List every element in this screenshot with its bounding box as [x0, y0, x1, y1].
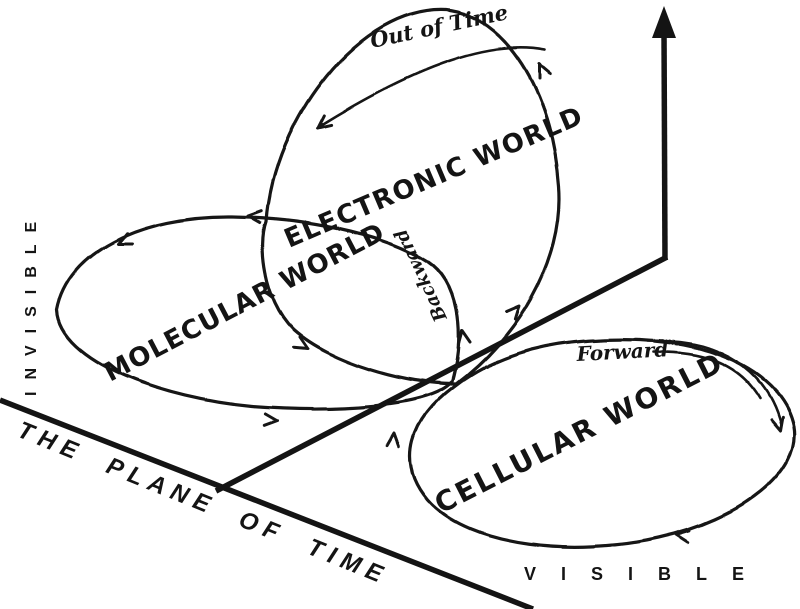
electronic-top-right-arrowhead [538, 62, 553, 80]
diagram-labels: ELECTRONIC WORLD MOLECULAR WORLD CELLULA… [14, 0, 769, 591]
forward-label: Forward [575, 337, 669, 366]
out-of-time-label: Out of Time [368, 0, 510, 53]
forward-arrow-flourish [652, 350, 762, 400]
cellular-bottom-arrowhead [674, 529, 691, 545]
cellular-world-ellipse [408, 338, 797, 549]
axis-lines [0, 6, 676, 609]
out-of-time-arrowhead [316, 114, 334, 130]
plane-of-time-label: THE PLANE OF TIME [14, 417, 393, 591]
vertical-axis-arrowhead [652, 6, 676, 38]
invisible-axis-label: INVISIBLE [23, 210, 40, 396]
molecular-upper-left-arrowhead [116, 231, 134, 246]
forward-arrow-curve [646, 339, 783, 426]
molecular-right-arrowhead [456, 328, 472, 345]
molecular-bottom-arrowhead [263, 412, 280, 428]
molecular-world-ellipse [55, 215, 461, 411]
sketch-strokes [55, 8, 797, 549]
visible-axis-label: VISIBLE [524, 564, 769, 584]
time-axis-diagonal-line [214, 254, 669, 494]
forward-arrowhead [769, 414, 784, 432]
electronic-lower-right-arrowhead [504, 304, 521, 321]
cellular-left-arrowhead [385, 432, 401, 449]
electronic-world-ellipse [261, 8, 562, 386]
electronic-bottom-left-arrowhead [291, 336, 309, 351]
molecular-top-arrowhead [246, 209, 263, 225]
out-of-time-arrow-curve [318, 46, 548, 128]
electronic-world-label: ELECTRONIC WORLD [280, 101, 588, 254]
vertical-axis-line [661, 29, 668, 261]
plane-of-time-axis-line [0, 397, 535, 609]
